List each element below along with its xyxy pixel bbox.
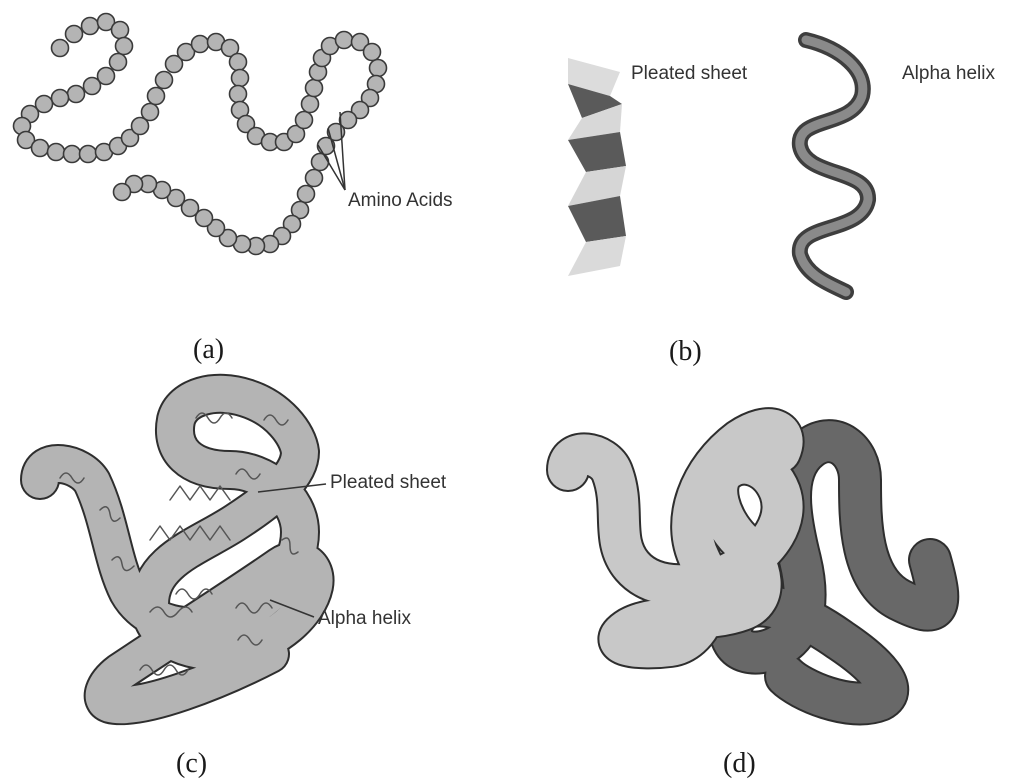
caption-d: (d) xyxy=(723,748,756,779)
amino-acid-bead xyxy=(230,86,247,103)
alpha-helix-ribbon xyxy=(800,40,868,292)
amino-acid-bead xyxy=(64,146,81,163)
amino-acid-bead xyxy=(114,184,131,201)
tertiary-ribbon-c xyxy=(40,394,315,705)
amino-acid-bead xyxy=(192,36,209,53)
amino-acid-bead xyxy=(364,44,381,61)
caption-b: (b) xyxy=(669,336,702,367)
amino-acid-bead xyxy=(336,32,353,49)
pleated-sheet-zigzag xyxy=(568,58,626,276)
amino-acid-bead xyxy=(232,70,249,87)
amino-acid-bead xyxy=(68,86,85,103)
amino-acid-bead xyxy=(296,112,313,129)
amino-acid-bead xyxy=(230,54,247,71)
panel-b-secondary-structure: Pleated sheet Alpha helix (b) xyxy=(568,40,995,367)
amino-acid-bead xyxy=(148,88,165,105)
pleated-sheet-label-c: Pleated sheet xyxy=(330,472,447,493)
light-subunit-ribbon xyxy=(568,429,783,647)
pleated-sheet-label-b: Pleated sheet xyxy=(631,63,748,84)
amino-acid-bead xyxy=(48,144,65,161)
amino-acid-bead xyxy=(306,80,323,97)
amino-acids-label: Amino Acids xyxy=(348,190,453,211)
amino-acid-bead xyxy=(370,60,387,77)
amino-acid-bead xyxy=(110,54,127,71)
caption-c: (c) xyxy=(176,748,207,779)
amino-acid-bead xyxy=(112,22,129,39)
amino-acid-bead xyxy=(84,78,101,95)
amino-acid-bead xyxy=(52,90,69,107)
caption-a: (a) xyxy=(193,334,224,365)
amino-acid-bead xyxy=(312,154,329,171)
amino-acid-bead xyxy=(82,18,99,35)
amino-acid-bead xyxy=(66,26,83,43)
amino-acid-bead xyxy=(142,104,159,121)
amino-acid-bead xyxy=(116,38,133,55)
amino-acid-chain xyxy=(14,14,387,255)
panel-a-primary-structure: Amino Acids (a) xyxy=(14,14,453,366)
panel-c-tertiary-structure: Pleated sheet Alpha helix (c) xyxy=(40,394,447,779)
amino-acid-bead xyxy=(298,186,315,203)
panel-d-quaternary-structure: (d) xyxy=(568,429,937,779)
amino-acid-bead xyxy=(302,96,319,113)
alpha-helix-label-c: Alpha helix xyxy=(318,608,411,629)
amino-acid-bead xyxy=(32,140,49,157)
amino-acid-bead xyxy=(156,72,173,89)
alpha-helix-label-b: Alpha helix xyxy=(902,63,995,84)
amino-acid-bead xyxy=(306,170,323,187)
amino-acid-bead xyxy=(80,146,97,163)
amino-acid-bead xyxy=(52,40,69,57)
